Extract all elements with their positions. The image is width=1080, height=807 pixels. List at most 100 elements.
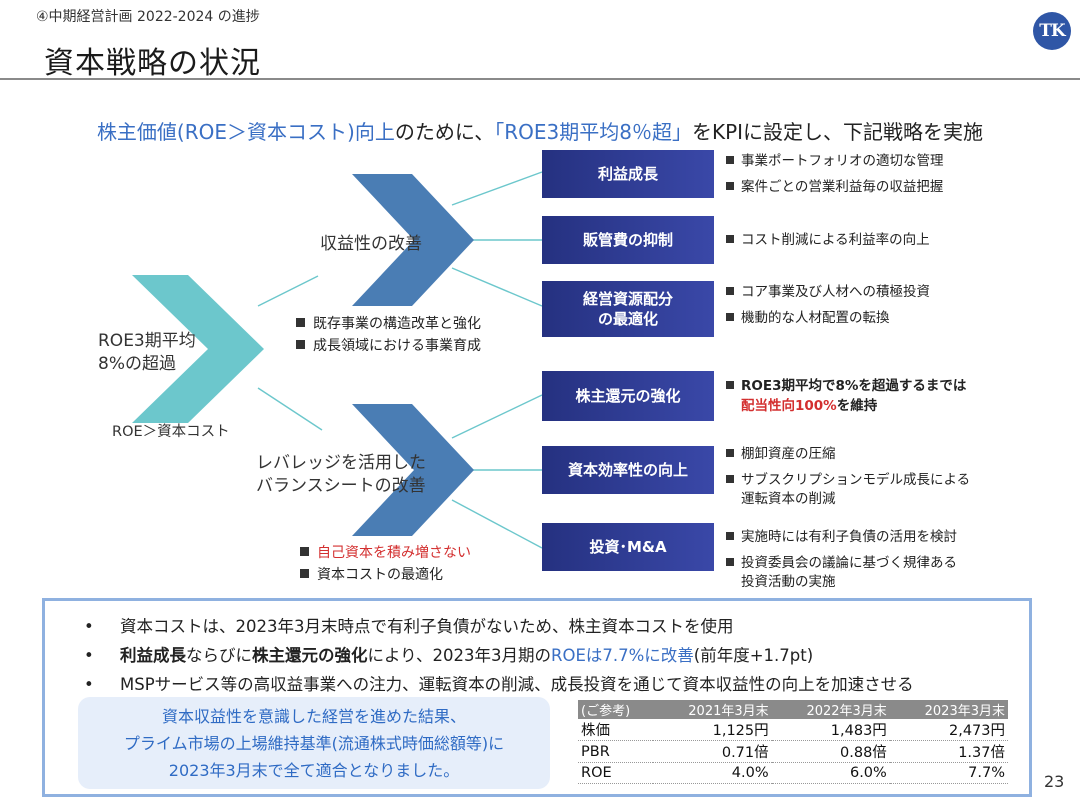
connector-root-leverage bbox=[257, 387, 323, 431]
box-title-line2: の最適化 bbox=[597, 310, 658, 328]
connector-profit-1 bbox=[451, 171, 543, 206]
table-cell: ROE bbox=[578, 762, 654, 784]
callout-line3: 2023年3月末で全て適合となりました。 bbox=[168, 761, 460, 780]
summary-text: ならびに bbox=[186, 646, 252, 665]
square-bullet-icon bbox=[726, 287, 734, 295]
profit-label: 収益性の改善 bbox=[320, 234, 422, 254]
strategy-details-resource-allocation: コア事業及び人材への積極投資 機動的な人材配置の転換 bbox=[726, 283, 930, 328]
list-item: サブスクリプションモデル成長による bbox=[726, 471, 970, 491]
root-label-line2: 8%の超過 bbox=[98, 353, 176, 374]
connector-profit-3 bbox=[451, 267, 543, 307]
page-title: 資本戦略の状況 bbox=[44, 46, 261, 81]
square-bullet-icon bbox=[300, 569, 309, 579]
item-text: 実施時には有利子負債の活用を検討 bbox=[741, 529, 957, 545]
strategy-details-profit-growth: 事業ポートフォリオの適切な管理 案件ごとの営業利益毎の収益把握 bbox=[726, 152, 944, 197]
table-cell: 株価 bbox=[578, 719, 654, 741]
reference-stock-table: (ご参考) 2021年3月末 2022年3月末 2023年3月末 株価 1,12… bbox=[578, 700, 1008, 784]
item-text: 機動的な人材配置の転換 bbox=[741, 309, 890, 326]
summary-item: •資本コストは、2023年3月末時点で有利子負債がないため、株主資本コストを使用 bbox=[84, 612, 914, 641]
square-bullet-icon bbox=[726, 312, 734, 321]
summary-item: •利益成長ならびに株主還元の強化により、2023年3月期のROEは7.7%に改善… bbox=[84, 641, 914, 670]
table-cell: 7.7% bbox=[889, 762, 1008, 784]
table-cell: 2,473円 bbox=[889, 719, 1008, 741]
square-bullet-icon bbox=[726, 474, 734, 483]
square-bullet-icon bbox=[296, 340, 305, 350]
leverage-label-line2: バランスシートの改善 bbox=[256, 475, 426, 496]
list-item: 機動的な人材配置の転換 bbox=[726, 309, 930, 329]
root-label-line1: ROE3期平均 bbox=[98, 331, 196, 351]
strategy-details-capital-efficiency: 棚卸資産の圧縮 サブスクリプションモデル成長による 運転資本の削減 bbox=[726, 445, 970, 510]
connector-lev-3 bbox=[451, 499, 543, 549]
table-header-row: (ご参考) 2021年3月末 2022年3月末 2023年3月末 bbox=[578, 700, 1008, 719]
strategy-details-sga-control: コスト削減による利益率の向上 bbox=[726, 231, 930, 251]
strategy-box-shareholder-return: 株主還元の強化 bbox=[542, 371, 714, 421]
list-item: ROE3期平均で8%を超過するまでは bbox=[726, 377, 966, 397]
box-title-line1: 経営資源配分 bbox=[582, 289, 673, 308]
summary-list: •資本コストは、2023年3月末時点で有利子負債がないため、株主資本コストを使用… bbox=[84, 612, 914, 699]
item-text: 投資委員会の議論に基づく規律ある bbox=[741, 554, 957, 571]
item-text: 棚卸資産の圧縮 bbox=[741, 446, 836, 462]
bullet-text: 既存事業の構造改革と強化 bbox=[313, 316, 481, 332]
square-bullet-icon bbox=[726, 156, 734, 164]
summary-text: MSPサービス等の高収益事業への注力、運転資本の削減、成長投資を通じて資本収益性… bbox=[120, 675, 914, 694]
connector-root-profit bbox=[257, 275, 319, 307]
list-item: 投資委員会の議論に基づく規律ある bbox=[726, 554, 957, 574]
summary-box bbox=[42, 598, 1032, 797]
profit-bullets: 既存事業の構造改革と強化 成長領域における事業育成 bbox=[296, 313, 481, 358]
item-text: 運転資本の削減 bbox=[741, 491, 836, 508]
list-item-continuation: 運転資本の削減 bbox=[726, 490, 970, 510]
list-item: コスト削減による利益率の向上 bbox=[726, 231, 930, 251]
bullet-text: 資本コストの最適化 bbox=[317, 567, 443, 584]
title-divider bbox=[0, 78, 1080, 80]
strategy-box-investment-ma: 投資･M&A bbox=[542, 523, 714, 571]
list-item-continuation: 投資活動の実施 bbox=[726, 573, 957, 593]
list-item: 実施時には有利子負債の活用を検討 bbox=[726, 528, 957, 548]
strategy-box-capital-efficiency: 資本効率性の向上 bbox=[542, 446, 714, 494]
list-item: 資本コストの最適化 bbox=[300, 564, 471, 586]
root-label: ROE3期平均 8%の超過 bbox=[98, 330, 196, 376]
table-header: (ご参考) bbox=[578, 700, 654, 719]
table-header: 2021年3月末 bbox=[653, 700, 772, 719]
list-item: 案件ごとの営業利益毎の収益把握 bbox=[726, 178, 944, 198]
table-cell: 1,125円 bbox=[653, 719, 772, 741]
item-text: サブスクリプションモデル成長による bbox=[741, 471, 971, 488]
square-bullet-icon bbox=[300, 547, 309, 556]
table-header: 2023年3月末 bbox=[889, 700, 1008, 719]
table-cell: 1,483円 bbox=[771, 719, 890, 741]
strategy-details-investment-ma: 実施時には有利子負債の活用を検討 投資委員会の議論に基づく規律ある 投資活動の実… bbox=[726, 528, 957, 593]
table-row: PBR 0.71倍 0.88倍 1.37倍 bbox=[578, 740, 1008, 763]
square-bullet-icon bbox=[726, 381, 734, 389]
item-text: 事業ポートフォリオの適切な管理 bbox=[741, 153, 944, 169]
bullet-dot: • bbox=[84, 646, 94, 665]
square-bullet-icon bbox=[726, 557, 734, 566]
section-subtitle: ④中期経営計画 2022-2024 の進捗 bbox=[36, 9, 260, 25]
summary-highlight: ROEは7.7%に改善 bbox=[551, 646, 694, 665]
square-bullet-icon bbox=[726, 181, 734, 190]
summary-text: 資本コストは、2023年3月末時点で有利子負債がないため、株主資本コストを使用 bbox=[120, 617, 734, 636]
bullet-text: 成長領域における事業育成 bbox=[313, 338, 481, 355]
leverage-bullets: 自己資本を積み増さない 資本コストの最適化 bbox=[300, 542, 471, 587]
square-bullet-icon bbox=[726, 235, 734, 243]
strategy-box-sga-control: 販管費の抑制 bbox=[542, 216, 714, 264]
strategy-details-shareholder-return: ROE3期平均で8%を超過するまでは 配当性向100%を維持 bbox=[726, 377, 966, 416]
connector-lev-1 bbox=[451, 394, 543, 439]
table-row: ROE 4.0% 6.0% 7.7% bbox=[578, 762, 1008, 784]
summary-bold: 利益成長 bbox=[120, 646, 186, 665]
strategy-box-resource-allocation: 経営資源配分 の最適化 bbox=[542, 281, 714, 337]
leverage-label-line1: レバレッジを活用した bbox=[256, 453, 426, 473]
table-cell: 1.37倍 bbox=[889, 740, 1008, 763]
bullet-dot: • bbox=[84, 675, 94, 694]
square-bullet-icon bbox=[296, 318, 305, 327]
item-text: コア事業及び人材への積極投資 bbox=[741, 284, 930, 300]
item-text: ROE3期平均で8%を超過するまでは bbox=[741, 378, 967, 394]
list-item-continuation: 配当性向100%を維持 bbox=[726, 397, 966, 417]
list-item: 自己資本を積み増さない bbox=[300, 542, 471, 564]
headline-part4: をKPIに設定し、下記戦略を実施 bbox=[691, 120, 984, 144]
square-bullet-icon bbox=[726, 449, 734, 457]
item-text: を維持 bbox=[836, 397, 878, 414]
headline: 株主価値(ROE＞資本コスト)向上のために、「ROE3期平均8％超」をKPIに設… bbox=[0, 116, 1080, 145]
headline-part2: のために、 bbox=[394, 120, 495, 144]
leverage-label: レバレッジを活用した バランスシートの改善 bbox=[256, 452, 426, 498]
item-highlight: 配当性向100% bbox=[741, 397, 837, 414]
list-item: 棚卸資産の圧縮 bbox=[726, 445, 970, 465]
